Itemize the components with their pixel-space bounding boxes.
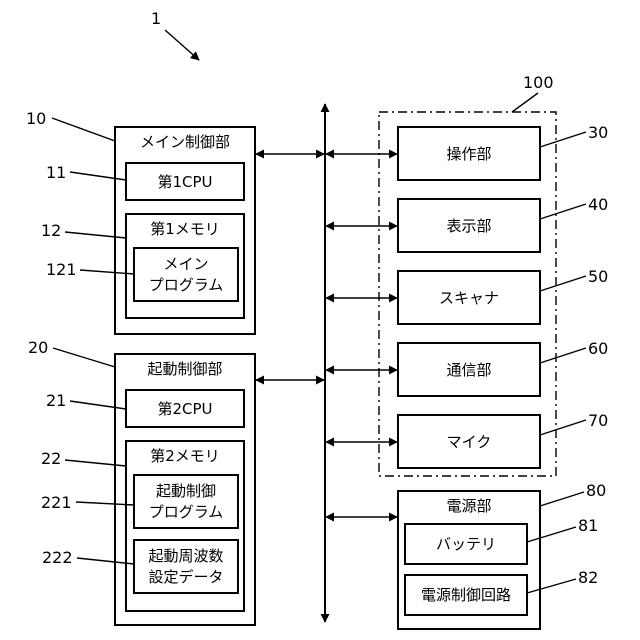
leader-40 [540,204,586,219]
display-unit-label: 表示部 [446,217,491,235]
startup-program-line1: 起動制御 [156,482,216,500]
ref-12: 12 [41,221,61,240]
ref-221: 221 [41,493,72,512]
ref-222: 222 [42,548,73,567]
ref-60: 60 [588,339,608,358]
ref-70: 70 [588,411,608,430]
system-ref-label: 1 [151,9,161,28]
ref-20: 20 [28,338,48,357]
leader-70 [540,420,586,435]
ref-100: 100 [523,73,554,92]
memory1-title: 第1メモリ [150,220,220,238]
ref-82: 82 [578,568,598,587]
ref-22: 22 [41,449,61,468]
ref-21: 21 [46,391,66,410]
power-control-circuit-label: 電源制御回路 [421,586,511,604]
ref-30: 30 [588,123,608,142]
cpu2-label: 第2CPU [157,400,212,418]
ref-121: 121 [46,260,77,279]
ref-40: 40 [588,195,608,214]
startup-control-title: 起動制御部 [147,360,222,378]
ref-81: 81 [578,516,598,535]
cpu1-label: 第1CPU [157,173,212,191]
leader-80 [540,492,584,506]
startup-program-line2: プログラム [149,503,224,521]
power-unit-title: 電源部 [446,497,491,515]
main-control-title: メイン制御部 [140,133,230,151]
leader-50 [540,276,586,291]
ref-11: 11 [46,163,66,182]
main-program-line2: プログラム [149,276,224,294]
power-unit: 電源部 バッテリ 電源制御回路 [398,491,540,629]
startup-control-unit: 起動制御部 第2CPU 第2メモリ 起動制御 プログラム 起動周波数 設定データ [115,354,255,625]
ref-50: 50 [588,267,608,286]
leader-60 [540,348,586,363]
main-program-line1: メイン [163,255,208,273]
ref-10: 10 [26,109,46,128]
startup-freq-data-line2: 設定データ [148,568,223,586]
leader-20 [53,348,115,367]
leader-30 [540,132,586,147]
mic-label: マイク [447,433,492,451]
main-control-unit: メイン制御部 第1CPU 第1メモリ メイン プログラム [115,127,255,334]
startup-freq-data-line1: 起動周波数 [148,547,223,565]
ref-80: 80 [586,481,606,500]
memory2-title: 第2メモリ [150,447,220,465]
leader-10 [52,118,115,141]
comm-unit-label: 通信部 [446,361,491,379]
system-ref-arrow [165,30,199,60]
scanner-label: スキャナ [439,289,499,307]
leader-100 [512,93,538,112]
battery-label: バッテリ [436,535,496,553]
operation-unit-label: 操作部 [446,145,491,163]
